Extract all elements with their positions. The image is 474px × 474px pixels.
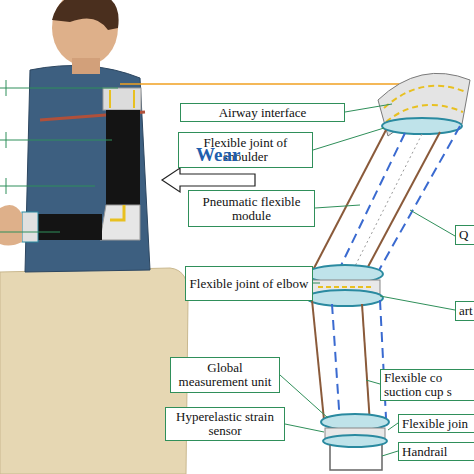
leader-line	[366, 380, 380, 384]
leader-line	[388, 423, 398, 430]
part-label: art	[459, 304, 470, 318]
shoulder-joint	[103, 88, 141, 110]
leader-line	[382, 451, 398, 456]
part-label: Flexible co suction cup s	[384, 371, 470, 399]
seat-cushion	[0, 268, 188, 474]
neck	[72, 58, 100, 74]
module-box: Pneumatic flexible module	[188, 190, 315, 227]
elbow-ring	[307, 290, 383, 306]
elbow-stripe	[110, 205, 124, 220]
elbow-joint	[100, 205, 140, 240]
rod	[332, 304, 340, 424]
torso-shirt	[25, 66, 150, 273]
leader-line	[345, 104, 392, 112]
callout-box: Flexible co suction cup s	[380, 369, 474, 401]
joint-stripe	[133, 90, 135, 108]
sensor-box: Hyperelastic strain sensor	[165, 407, 285, 441]
head	[52, 0, 118, 66]
leader-line	[380, 296, 455, 310]
wear-arrow	[162, 168, 255, 192]
rod	[378, 126, 460, 272]
interface-box: Airway interface	[180, 103, 345, 122]
cropped-box-edge	[6, 178, 7, 194]
upper-arm-sleeve	[106, 110, 140, 210]
part-label: Airway interface	[219, 106, 307, 120]
joint-stripe	[109, 90, 111, 108]
leader-line	[410, 210, 455, 236]
leader-line	[0, 232, 60, 233]
callout-box: art	[455, 301, 474, 321]
unit-box: Global measurement unit	[170, 357, 280, 393]
wrist-ring	[22, 212, 38, 242]
joint-box: Flexible joint of elbow	[185, 266, 313, 301]
callout-box: Flexible join	[398, 414, 474, 433]
part-label: Global measurement unit	[174, 361, 276, 389]
leader-line	[285, 424, 324, 432]
leader-line	[0, 88, 118, 89]
leader-line	[315, 205, 360, 208]
leader-line	[313, 128, 384, 150]
callout-box: Q	[455, 225, 474, 245]
part-label: Hyperelastic strain sensor	[169, 410, 281, 438]
joint-stripe	[318, 286, 372, 288]
part-label: Flexible joint of elbow	[190, 277, 309, 291]
hand	[0, 205, 22, 246]
wrist-ring	[323, 435, 387, 447]
leader-line	[280, 375, 328, 418]
callout-box: Handrail	[398, 442, 474, 461]
shoulder-flexible-joint	[378, 73, 470, 136]
rod	[362, 304, 370, 424]
alignment-line	[120, 83, 440, 85]
rod	[348, 134, 422, 280]
rod	[312, 300, 324, 420]
part-label: Handrail	[402, 445, 447, 459]
hair	[52, 0, 119, 30]
part-label: Pneumatic flexible module	[192, 195, 311, 223]
part-label: Flexible join	[402, 417, 468, 431]
handrail-frame	[330, 445, 382, 470]
leader-line	[313, 283, 320, 284]
action-label: Wear	[196, 144, 240, 166]
shoulder-ring	[382, 118, 462, 134]
cropped-box-edge	[6, 80, 7, 96]
part-label: Q	[459, 228, 468, 242]
forearm-sleeve	[36, 214, 102, 240]
cropped-box-edge	[6, 132, 7, 148]
leader-line	[0, 140, 112, 141]
rod	[362, 132, 440, 278]
leader-line	[0, 186, 95, 187]
